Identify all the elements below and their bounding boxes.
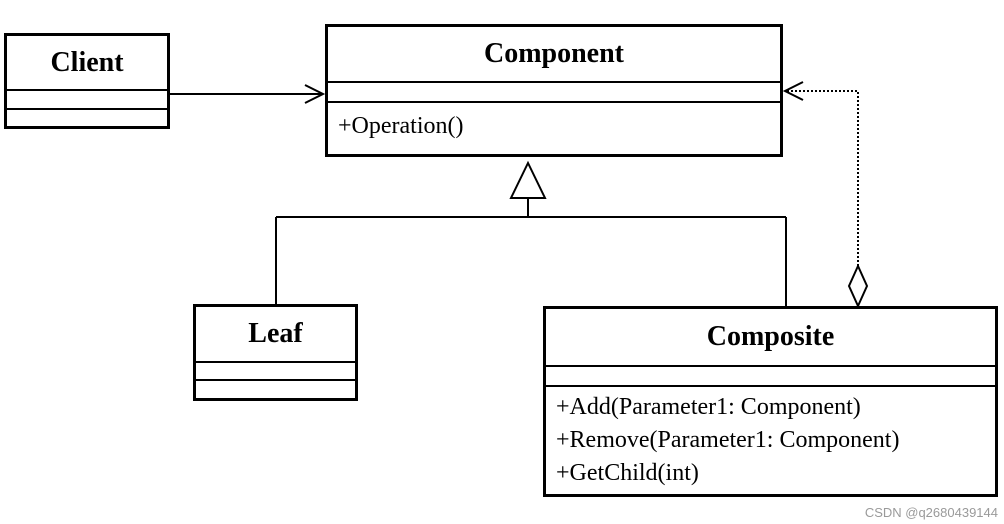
aggregation-arrowhead (782, 81, 804, 101)
aggregation-diamond (847, 263, 869, 309)
leaf-class-name: Leaf (196, 307, 355, 363)
client-attributes-compartment (7, 91, 167, 110)
leaf-class: Leaf (193, 304, 358, 401)
composite-operations-compartment: +Add(Parameter1: Component) +Remove(Para… (546, 387, 995, 490)
client-class: Client (4, 33, 170, 129)
client-class-name: Client (7, 36, 167, 91)
association-arrowhead (304, 84, 326, 104)
leaf-attributes-compartment (196, 363, 355, 381)
composite-attributes-compartment (546, 367, 995, 387)
component-operation: +Operation() (338, 113, 464, 139)
component-operations-compartment: +Operation() (328, 103, 780, 143)
composite-operation-getchild: +GetChild(int) (556, 460, 699, 486)
watermark-text: CSDN @q2680439144 (864, 505, 998, 520)
composite-class: Composite +Add(Parameter1: Component) +R… (543, 306, 998, 497)
component-attributes-compartment (328, 83, 780, 103)
component-class: Component +Operation() (325, 24, 783, 157)
composite-operation-remove: +Remove(Parameter1: Component) (556, 427, 900, 453)
generalization-triangle (509, 160, 547, 199)
composite-operation-add: +Add(Parameter1: Component) (556, 394, 861, 420)
aggregation-line (786, 90, 859, 266)
composite-class-name: Composite (546, 309, 995, 367)
component-class-name: Component (328, 27, 780, 83)
